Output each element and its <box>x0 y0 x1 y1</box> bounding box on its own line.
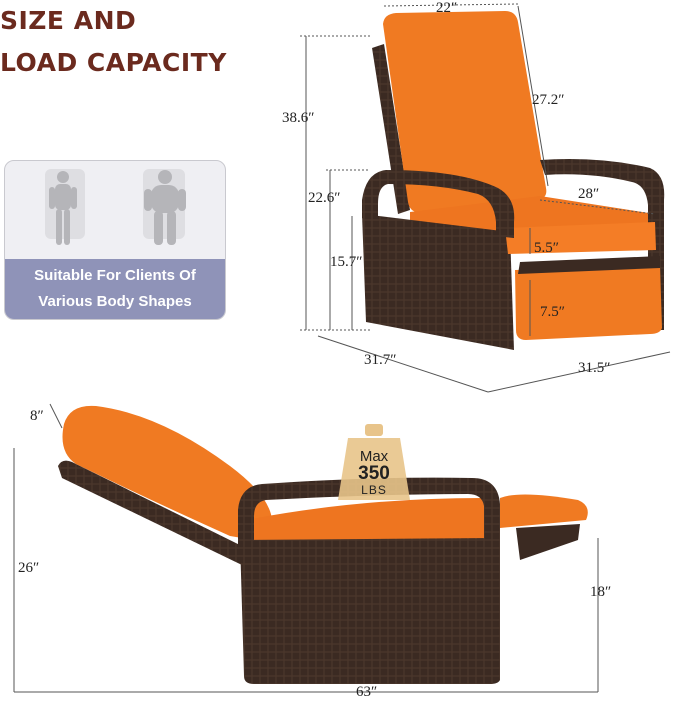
large-person-icon <box>144 170 186 245</box>
back-height-label: 27.2″ <box>532 92 565 108</box>
seat-depth-label: 28″ <box>578 186 600 202</box>
seat-thickness-label: 5.5″ <box>534 240 559 256</box>
back-width-label: 22″ <box>436 0 458 16</box>
footrest-height-label: 18″ <box>590 584 612 600</box>
arm-height-label: 22.6″ <box>308 190 341 206</box>
weight-tag-icon <box>338 424 410 500</box>
caption-line1: Suitable For Clients Of <box>34 267 196 284</box>
head-thickness-label: 8″ <box>30 408 44 424</box>
upright-dimension-lines <box>300 3 671 393</box>
reclined-dimension-lines <box>13 403 599 693</box>
max-load-label: Max 350 LBS <box>336 440 412 500</box>
reclined-height-label: 26″ <box>18 560 40 576</box>
width-label: 31.5″ <box>578 360 611 376</box>
body-shapes-illustration <box>45 169 186 245</box>
depth-label: 31.7″ <box>364 352 397 368</box>
upright-chair <box>362 11 665 350</box>
max-text: Max <box>359 448 389 465</box>
max-load-value: 350 <box>358 463 390 484</box>
body-shapes-caption: Suitable For Clients Of Various Body Sha… <box>5 259 225 319</box>
max-load-unit: LBS <box>361 483 387 497</box>
total-height-label: 38.6″ <box>282 110 315 126</box>
seat-height-label: 15.7″ <box>330 254 363 270</box>
reclined-length-label: 63″ <box>356 684 378 700</box>
footrest-thickness-label: 7.5″ <box>540 304 565 320</box>
slim-person-icon <box>49 171 77 245</box>
body-shapes-card: Suitable For Clients Of Various Body Sha… <box>4 160 226 320</box>
reclined-chair <box>58 405 588 684</box>
caption-line2: Various Body Shapes <box>38 293 192 310</box>
page-title-line1: SIZE AND <box>0 6 137 35</box>
page-title-line2: LOAD CAPACITY <box>0 48 227 77</box>
